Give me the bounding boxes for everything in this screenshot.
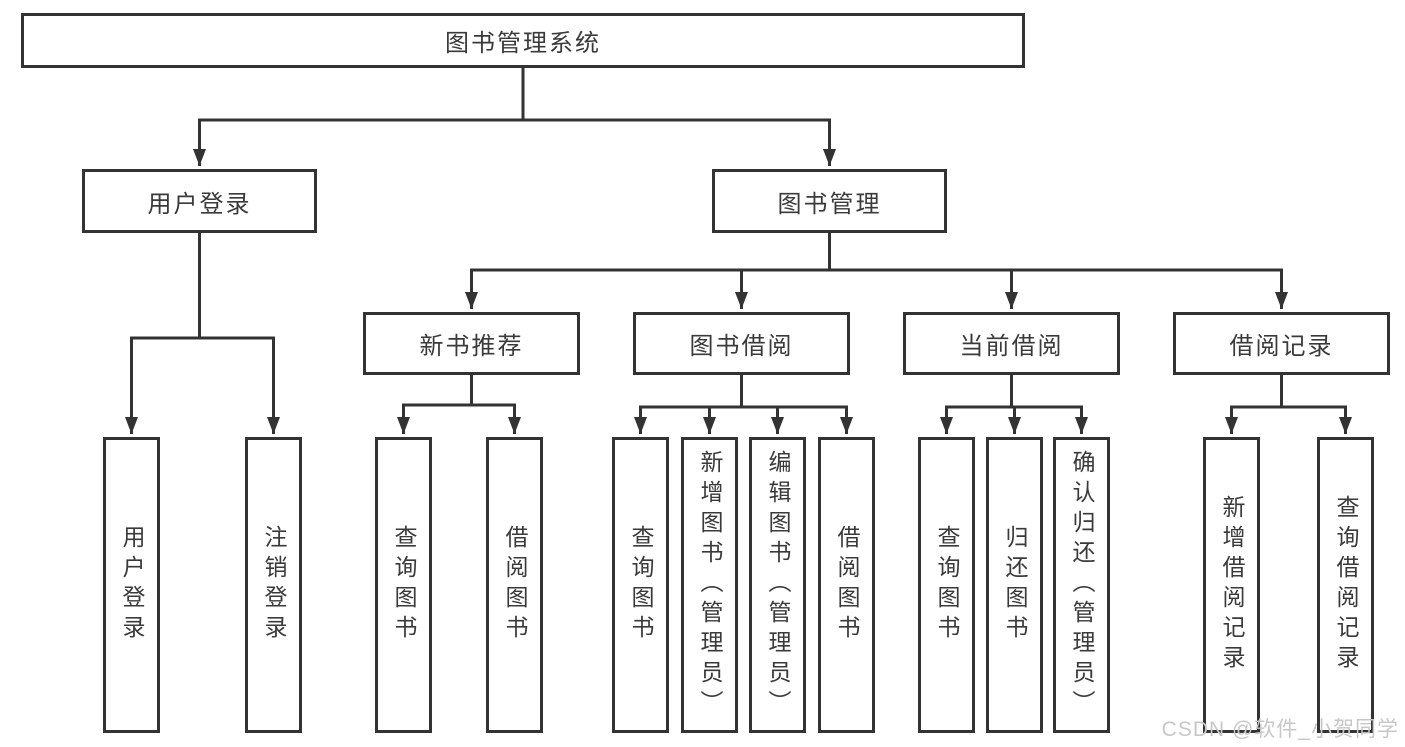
node-book-management: 图书管理 <box>712 169 947 233</box>
csdn-watermark: CSDN @软件_小贺同学 <box>1161 718 1399 741</box>
leaf-current-confirm-return-admin-label: 确认归还（管理员） <box>1069 450 1095 720</box>
leaf-current-query-book: 查询图书 <box>918 437 975 733</box>
node-book-management-label: 图书管理 <box>777 190 882 218</box>
leaf-borrowing-add-book-admin: 新增图书（管理员） <box>681 437 738 733</box>
leaf-borrowing-edit-book-admin: 编辑图书（管理员） <box>749 437 806 733</box>
node-root-system: 图书管理系统 <box>21 13 1025 68</box>
leaf-logout-label: 注销登录 <box>261 525 287 645</box>
node-book-borrowing-label: 图书借阅 <box>689 333 794 360</box>
node-current-borrowing-label: 当前借阅 <box>959 333 1064 360</box>
node-borrowing-records: 借阅记录 <box>1173 312 1390 375</box>
node-book-borrowing: 图书借阅 <box>633 312 850 375</box>
node-new-book-recommend: 新书推荐 <box>363 312 580 375</box>
leaf-recommend-query-book: 查询图书 <box>375 437 432 733</box>
node-current-borrowing: 当前借阅 <box>903 312 1120 375</box>
leaf-borrowing-borrow-book: 借阅图书 <box>818 437 875 733</box>
leaf-add-borrow-record-label: 新增借阅记录 <box>1219 495 1245 675</box>
node-user-login: 用户登录 <box>82 169 317 233</box>
leaf-borrowing-edit-book-admin-label: 编辑图书（管理员） <box>765 450 791 720</box>
leaf-current-return-book-label: 归还图书 <box>1002 525 1028 645</box>
leaf-current-query-book-label: 查询图书 <box>934 525 960 645</box>
leaf-query-borrow-record-label: 查询借阅记录 <box>1333 495 1359 675</box>
leaf-borrowing-query-book-label: 查询图书 <box>628 525 654 645</box>
node-new-book-recommend-label: 新书推荐 <box>419 333 524 360</box>
leaf-recommend-borrow-book-label: 借阅图书 <box>502 525 528 645</box>
node-user-login-label: 用户登录 <box>147 190 252 218</box>
leaf-borrowing-add-book-admin-label: 新增图书（管理员） <box>697 450 723 720</box>
leaf-current-confirm-return-admin: 确认归还（管理员） <box>1053 437 1110 733</box>
leaf-user-login-label: 用户登录 <box>119 525 145 645</box>
leaf-recommend-query-book-label: 查询图书 <box>391 525 417 645</box>
leaf-user-login: 用户登录 <box>103 437 160 733</box>
leaf-recommend-borrow-book: 借阅图书 <box>486 437 543 733</box>
leaf-current-return-book: 归还图书 <box>986 437 1043 733</box>
leaf-query-borrow-record: 查询借阅记录 <box>1317 437 1374 733</box>
leaf-borrowing-query-book: 查询图书 <box>612 437 669 733</box>
leaf-logout: 注销登录 <box>245 437 302 733</box>
leaf-borrowing-borrow-book-label: 借阅图书 <box>834 525 860 645</box>
leaf-add-borrow-record: 新增借阅记录 <box>1203 437 1260 733</box>
node-borrowing-records-label: 借阅记录 <box>1229 333 1334 360</box>
node-root-system-label: 图书管理系统 <box>445 30 601 57</box>
